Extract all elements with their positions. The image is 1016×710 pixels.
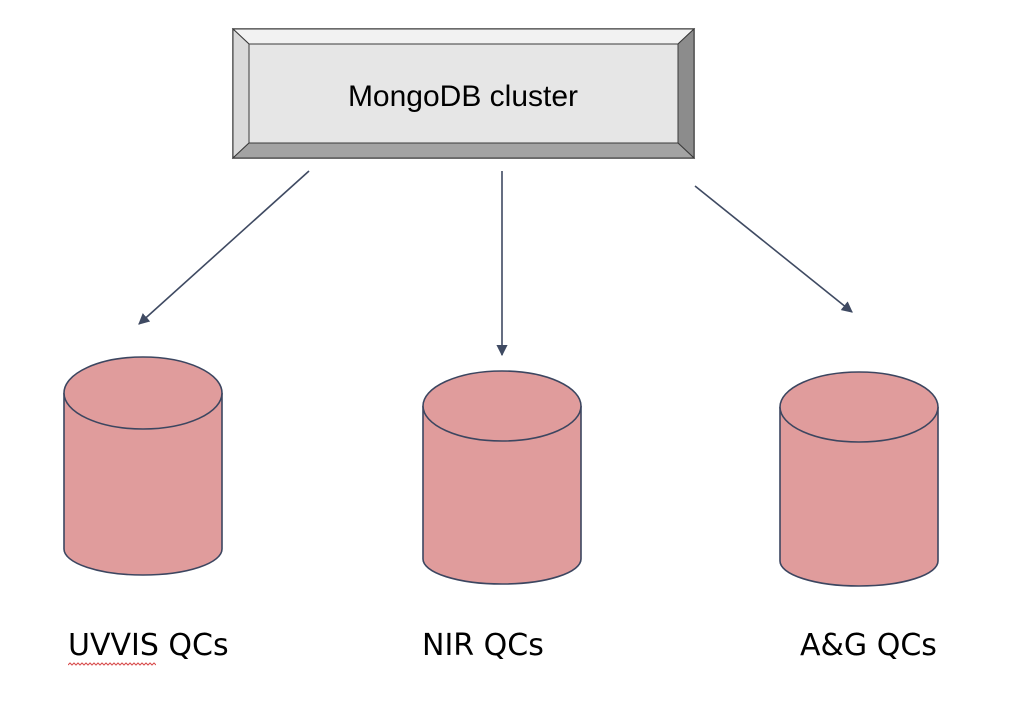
arrow-to-uvvis [138, 170, 310, 325]
spellcheck-underline [68, 662, 156, 666]
arrow-to-ag [694, 185, 853, 313]
arrows [138, 170, 853, 357]
database-cylinder-uvvis [63, 356, 223, 576]
database-cylinder-nir [422, 370, 582, 585]
database-cylinder-ag [779, 371, 939, 587]
mongodb-cluster-node: MongoDB cluster [231, 27, 696, 160]
mongodb-cluster-label: MongoDB cluster [348, 80, 578, 113]
db-label-nir-text: NIR QCs [422, 628, 544, 663]
db-label-nir: NIR QCs [422, 631, 544, 661]
db-label-uvvis: UVVIS QCs [68, 628, 229, 666]
db-label-uvvis-text: UVVIS QCs [68, 628, 229, 663]
db-label-ag-text: A&G QCs [800, 628, 937, 663]
db-label-ag: A&G QCs [800, 631, 937, 661]
